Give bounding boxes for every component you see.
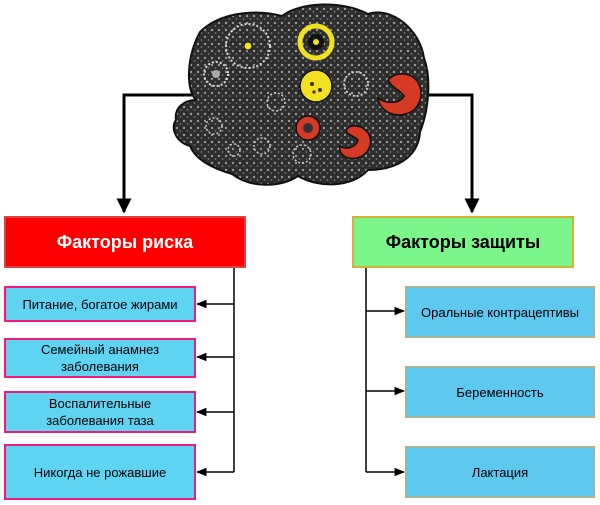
risk-factors-header: Факторы риска [4, 216, 246, 268]
risk-item-label: Никогда не рожавшие [33, 464, 167, 480]
risk-item-diet: Питание, богатое жирами [4, 286, 196, 322]
risk-item-label: Воспалительные заболевания таза [46, 396, 154, 428]
risk-item-label: Питание, богатое жирами [22, 296, 178, 312]
protect-item-lactation: Лактация [405, 446, 595, 498]
protect-item-contraceptives: Оральные контрацептивы [405, 286, 595, 338]
protect-item-label: Оральные контрацептивы [421, 304, 579, 320]
protect-item-pregnancy: Беременность [405, 366, 595, 418]
red-follicle-crescent [339, 125, 372, 160]
red-follicle-large [377, 73, 422, 116]
protect-item-label: Беременность [456, 384, 544, 400]
risk-item-family-history: Семейный анамнез заболевания [4, 338, 196, 378]
protection-factors-title: Факторы защиты [385, 231, 541, 252]
protection-factors-header: Факторы защиты [352, 216, 574, 268]
arrow-to-protection [426, 93, 480, 214]
risk-factors-title: Факторы риска [56, 231, 194, 252]
protect-item-label: Лактация [471, 464, 529, 480]
risk-item-pelvic-inflammation: Воспалительные заболевания таза [4, 391, 196, 433]
arrow-to-risk [116, 93, 196, 214]
risk-item-nulliparous: Никогда не рожавшие [4, 444, 196, 500]
risk-item-label: Семейный анамнез заболевания [40, 342, 160, 374]
